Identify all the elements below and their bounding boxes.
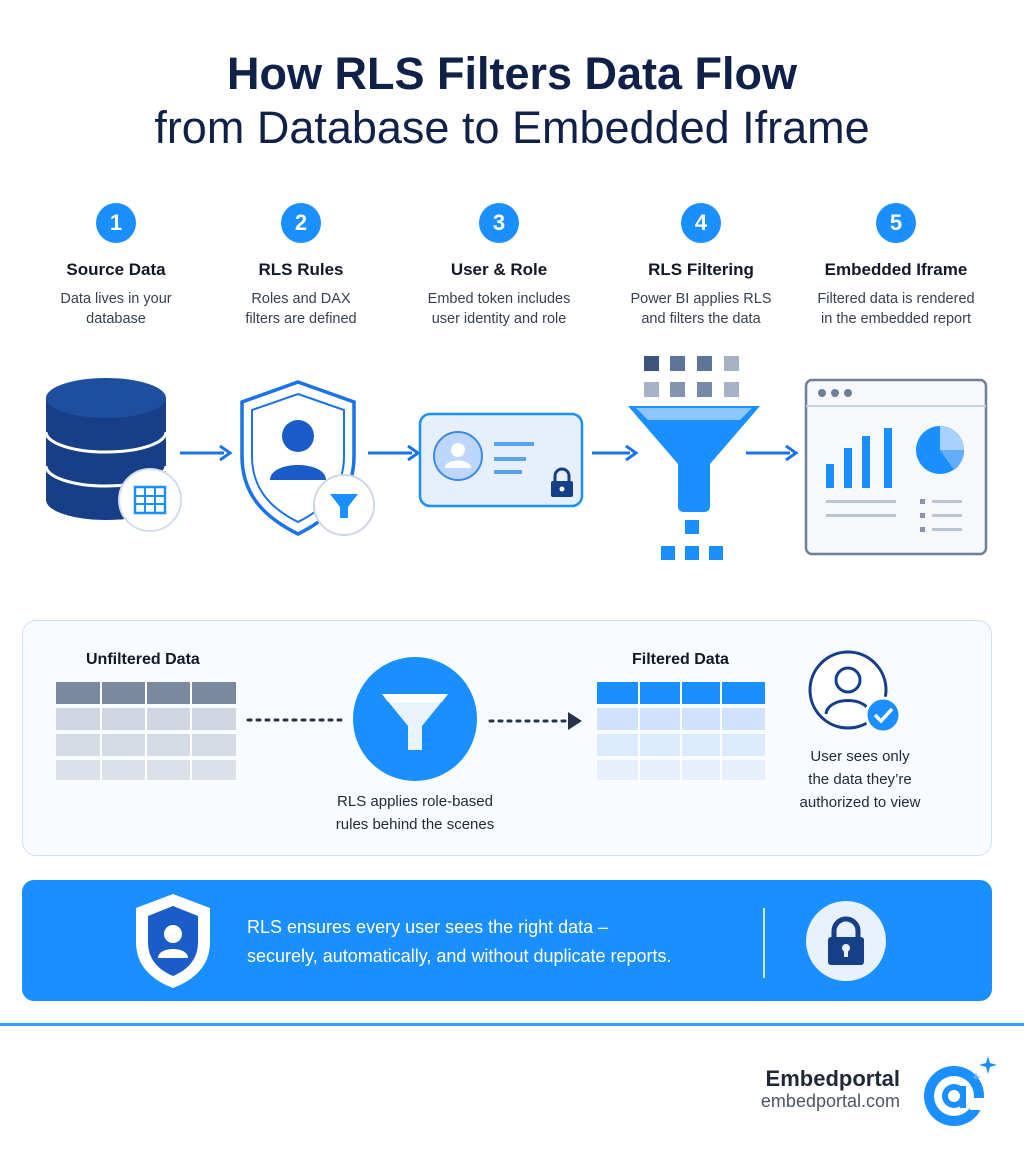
step-title: RLS Rules bbox=[258, 260, 344, 279]
step-description-line: filters are defined bbox=[245, 311, 357, 327]
report-window-icon bbox=[804, 378, 988, 556]
banner-message: RLS ensures every user sees the right da… bbox=[247, 913, 767, 971]
step-title: User & Role bbox=[450, 260, 548, 279]
summary-banner: RLS ensures every user sees the right da… bbox=[22, 880, 992, 1001]
unfiltered-data-label: Unfiltered Data bbox=[86, 651, 200, 668]
step-description-line: Filtered data is rendered bbox=[817, 291, 975, 307]
user-caption-line: authorized to view bbox=[799, 794, 921, 811]
filtered-data-table bbox=[597, 682, 765, 780]
user-caption-line: the data they’re bbox=[808, 771, 912, 788]
shield-user-icon bbox=[136, 894, 210, 988]
diagram-title-line2: from Database to Embedded Iframe bbox=[154, 102, 870, 153]
filter-funnel-icon bbox=[353, 657, 477, 781]
step-number-badge: 3 bbox=[479, 203, 519, 243]
banner-divider bbox=[763, 908, 765, 978]
shield-user-icon bbox=[240, 380, 375, 536]
lock-icon bbox=[806, 901, 886, 981]
step-description: Filtered data is rendered in the embedde… bbox=[796, 289, 996, 329]
filter-caption: RLS applies role-based rules behind the … bbox=[310, 790, 520, 836]
step-number-badge: 1 bbox=[96, 203, 136, 243]
step-rls-rules: 2 RLS Rules Roles and DAX filters are de… bbox=[201, 203, 401, 329]
database-icon bbox=[44, 378, 182, 532]
user-caption-line: User sees only bbox=[810, 748, 910, 765]
step-user-role: 3 User & Role Embed token includes user … bbox=[399, 203, 599, 329]
step-description: Embed token includes user identity and r… bbox=[399, 289, 599, 329]
at-sign-logo bbox=[924, 1056, 997, 1126]
step-number-badge: 2 bbox=[281, 203, 321, 243]
flow-arrow-icon bbox=[592, 444, 639, 462]
diagram-title-line1: How RLS Filters Data Flow bbox=[226, 48, 798, 99]
flow-arrow-icon bbox=[180, 444, 233, 462]
flow-arrow-icon bbox=[746, 444, 799, 462]
user-check-icon bbox=[808, 650, 902, 734]
dotted-connector bbox=[246, 718, 346, 722]
funnel-icon bbox=[628, 356, 760, 560]
step-description-line: and filters the data bbox=[641, 311, 761, 327]
step-description-line: Embed token includes bbox=[427, 291, 571, 307]
filtered-data-label: Filtered Data bbox=[632, 651, 729, 668]
banner-message-line: securely, automatically, and without dup… bbox=[247, 946, 672, 966]
flow-arrow-icon bbox=[368, 444, 421, 462]
user-caption: User sees only the data they’re authoriz… bbox=[770, 745, 950, 814]
step-title: Embedded Iframe bbox=[824, 260, 968, 279]
banner-message-line: RLS ensures every user sees the right da… bbox=[247, 917, 609, 937]
step-description-line: database bbox=[86, 311, 146, 327]
footer-rule bbox=[0, 1023, 1024, 1026]
step-rls-filtering: 4 RLS Filtering Power BI applies RLS and… bbox=[601, 203, 801, 329]
step-title: Source Data bbox=[66, 260, 166, 279]
step-description-line: in the embedded report bbox=[821, 311, 971, 327]
step-embedded-iframe: 5 Embedded Iframe Filtered data is rende… bbox=[796, 203, 996, 329]
brand-url: embedportal.com bbox=[760, 1091, 900, 1111]
unfiltered-data-table bbox=[56, 682, 236, 780]
step-number-badge: 5 bbox=[876, 203, 916, 243]
step-title: RLS Filtering bbox=[648, 260, 754, 279]
step-number-badge: 4 bbox=[681, 203, 721, 243]
id-card-icon bbox=[418, 412, 584, 508]
step-description-line: Data lives in your bbox=[60, 291, 172, 307]
step-description: Power BI applies RLS and filters the dat… bbox=[601, 289, 801, 329]
step-source-data: 1 Source Data Data lives in your databas… bbox=[16, 203, 216, 329]
step-description-line: user identity and role bbox=[431, 311, 567, 327]
dotted-arrow-connector bbox=[488, 712, 582, 730]
step-description: Roles and DAX filters are defined bbox=[201, 289, 401, 329]
filter-caption-line: rules behind the scenes bbox=[335, 816, 495, 833]
brand-name: Embedportal bbox=[765, 1066, 900, 1091]
step-description: Data lives in your database bbox=[16, 289, 216, 329]
filter-caption-line: RLS applies role-based bbox=[337, 793, 493, 810]
step-description-line: Power BI applies RLS bbox=[630, 291, 772, 307]
step-description-line: Roles and DAX bbox=[251, 291, 351, 307]
